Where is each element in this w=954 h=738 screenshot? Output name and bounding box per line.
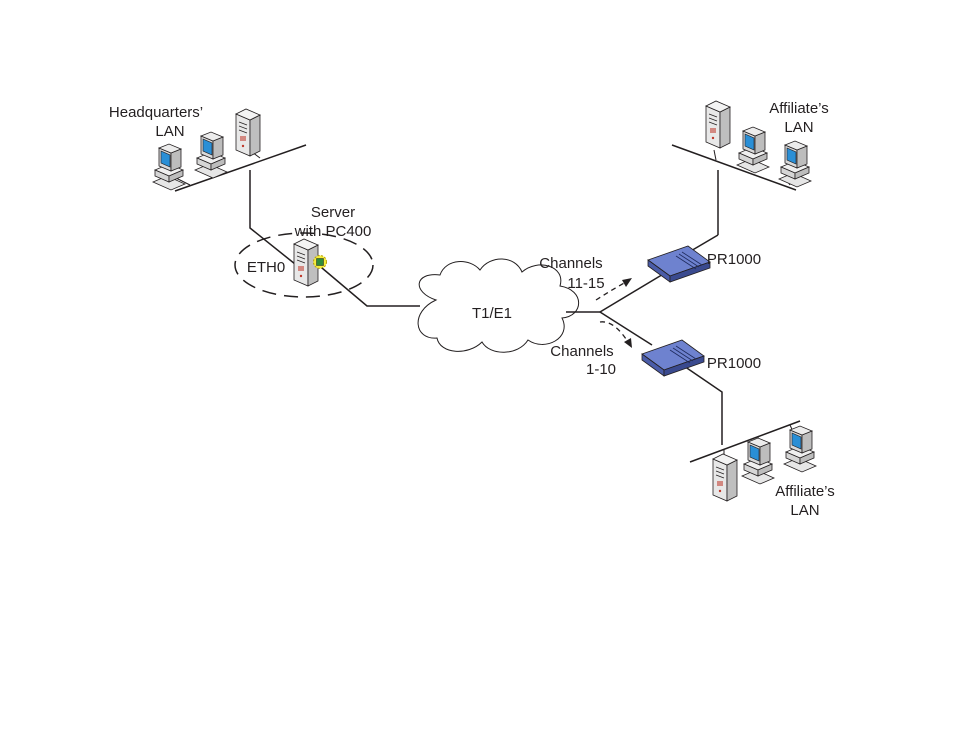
affiliate-lan-bottom: Affiliate’s LAN [689,420,835,519]
hq-lan-label-line1: Headquarters’ [109,104,203,121]
affiliate-top-pc2-icon [778,140,812,188]
hq-to-server-link [249,170,301,269]
affiliate-bottom-server-icon [712,453,738,502]
channels-top-label-line2: 11-15 [567,275,604,292]
router-top-label: PR1000 [707,251,761,268]
affiliate-top-backbone [671,144,797,191]
pc400-card-icon [316,258,324,266]
channels-top-arrow [595,278,632,301]
hq-lan-label-line2: LAN [155,123,184,140]
hq-pc1-icon [152,143,186,191]
affiliate-top-label-line2: LAN [784,119,813,136]
affiliate-bottom-pc1-icon [741,437,775,485]
router-bottom-to-lan [677,361,723,445]
t1e1-cloud: T1/E1 [417,258,579,353]
server-to-cloud-link [321,267,420,307]
affiliate-lan-top: Affiliate’s LAN [671,100,829,191]
affiliate-top-label-line1: Affiliate’s [769,100,828,117]
channels-bottom-arrow [599,321,632,348]
affiliate-bottom-label-line2: LAN [790,502,819,519]
server-dashed-ellipse [234,232,374,298]
router-top: PR1000 [647,170,761,283]
affiliate-bottom-label-line1: Affiliate’s [775,483,834,500]
router-top-icon [647,245,711,283]
router-bottom: PR1000 [641,339,761,445]
channels-bottom-label-line1: Channels [550,343,613,360]
server-label-line2: with PC400 [294,223,372,240]
headquarters-lan: Headquarters’ LAN [109,104,307,192]
trunk-to-router-bottom [599,311,653,346]
cloud-label: T1/E1 [472,305,512,322]
channels-bottom-label-line2: 1-10 [586,361,616,378]
channels-top-label-line1: Channels [539,255,602,272]
hq-pc2-icon [194,131,228,179]
affiliate-bottom-pc2-icon [783,425,817,473]
trunk-to-router-top [599,269,671,313]
server-with-pc400: Server with PC400 ETH0 [234,204,374,298]
server-label-line1: Server [311,204,355,221]
affiliate-top-pc1-icon [736,126,770,174]
eth0-label: ETH0 [247,259,285,276]
affiliate-top-server-icon [705,100,731,149]
hq-lan-backbone [174,144,307,192]
affiliate-top-server-drop [713,149,717,161]
hq-server-icon [235,108,261,157]
affiliate-bottom-backbone [689,420,801,463]
cloud-shape [417,258,579,353]
router-bottom-label: PR1000 [707,355,761,372]
